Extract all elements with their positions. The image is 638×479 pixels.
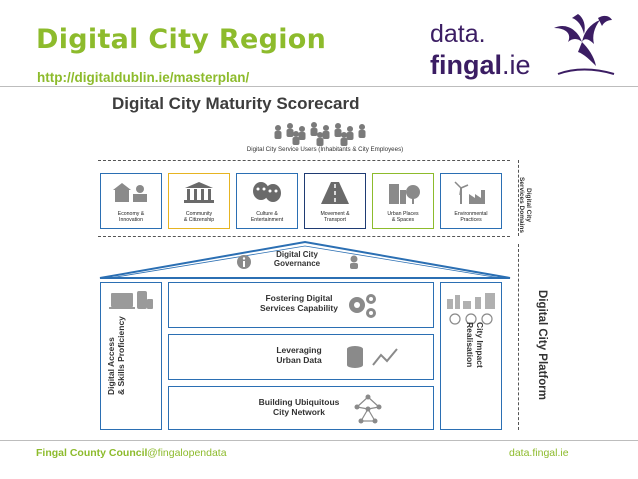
footer-site[interactable]: data.fingal.ie	[509, 447, 569, 459]
devices-icon	[109, 291, 153, 309]
domain-label-line: Environmental	[454, 210, 488, 217]
page-title: Digital City Region	[36, 24, 327, 55]
domain-economy-innovation: Economy &Innovation	[100, 173, 162, 229]
governance-person-icon	[350, 255, 358, 269]
domain-label-line: Culture &	[256, 210, 278, 217]
digital-city-platform-label: Digital City Platform	[536, 290, 548, 400]
scorecard-title: Digital City Maturity Scorecard	[112, 94, 360, 113]
civic-building-icon	[184, 182, 214, 203]
logo-fingal-word: fingal	[430, 50, 502, 80]
wind-factory-icon	[454, 181, 485, 204]
row-label-line: Building Ubiquitous	[258, 397, 340, 407]
theatre-masks-icon	[253, 182, 281, 202]
domain-label-line: & Citizenship	[183, 216, 215, 223]
domain-label-line: Urban Places	[387, 210, 419, 217]
row-label-line: City Network	[273, 407, 325, 418]
users-crowd-icon	[274, 122, 366, 146]
gears-icon	[349, 294, 376, 318]
domain-label-line: Innovation	[119, 216, 143, 223]
digital-access-pillar	[100, 282, 162, 430]
domain-label-line: & Spaces	[391, 216, 415, 223]
domain-community-citizenship: Community& Citizenship	[168, 173, 230, 229]
digital-access-label: Digital Access& Skills Proficiency	[106, 305, 126, 395]
info-icon	[237, 255, 251, 269]
bird-logo-icon	[554, 14, 615, 75]
pillar-label-line: Realisation	[464, 322, 475, 368]
domains-bracket-line	[518, 160, 519, 236]
governance-line: Governance	[273, 259, 321, 269]
pillar-label-line: Digital Access	[106, 337, 116, 395]
domain-label-line: Transport	[323, 216, 346, 223]
domain-label-line: Practices	[460, 216, 482, 223]
city-skyline-gauges-icon	[447, 293, 495, 325]
row-label-line: Leveraging	[276, 345, 322, 355]
domain-label-line: Movement &	[320, 210, 350, 217]
database-icon	[347, 346, 398, 368]
network-icon	[354, 394, 382, 424]
data-fingal-logo: data. fingal.ie	[430, 22, 531, 79]
pillar-label-line: & Skills Proficiency	[116, 316, 127, 395]
domain-label-line: Community	[185, 210, 213, 217]
logo-tld: .ie	[502, 50, 531, 80]
domain-urban-places-spaces: Urban Places& Spaces	[372, 173, 434, 229]
economy-building-icon	[113, 183, 147, 202]
side-label-line: Services Domains	[517, 176, 525, 233]
service-users-label: Digital City Service Users (Inhabitants …	[246, 146, 404, 153]
masterplan-url[interactable]: http://digitaldublin.ie/masterplan/	[37, 70, 250, 85]
footer-divider	[0, 440, 638, 441]
domain-label-line: Economy &	[117, 210, 145, 217]
city-impact-pillar	[440, 282, 502, 430]
domains-bottom-dashed-line	[98, 236, 510, 237]
footer-org: Fingal County Council	[36, 447, 148, 459]
row-label-line: Fostering Digital	[265, 293, 333, 303]
domain-movement-transport: Movement &Transport	[304, 173, 366, 229]
governance-roof	[99, 240, 511, 279]
pillar-label-line: City Impact	[475, 322, 485, 368]
side-label-line: Digital City	[525, 188, 532, 222]
row-label-line: Urban Data	[276, 355, 322, 366]
footer-handle[interactable]: @fingalopendata	[147, 447, 227, 459]
logo-line-fingal: fingal.ie	[430, 52, 531, 79]
governance-line: Digital City	[276, 250, 318, 259]
platform-bracket-line	[518, 244, 519, 430]
domain-label-line: Entertainment	[250, 216, 284, 223]
domain-culture-entertainment: Culture &Entertainment	[236, 173, 298, 229]
logo-line-data: data.	[430, 20, 486, 48]
row-label-line: Services Capability	[260, 303, 338, 314]
domains-top-dashed-line	[98, 160, 510, 161]
header-divider	[0, 86, 638, 87]
road-icon	[321, 182, 349, 204]
city-tree-icon	[389, 184, 420, 204]
